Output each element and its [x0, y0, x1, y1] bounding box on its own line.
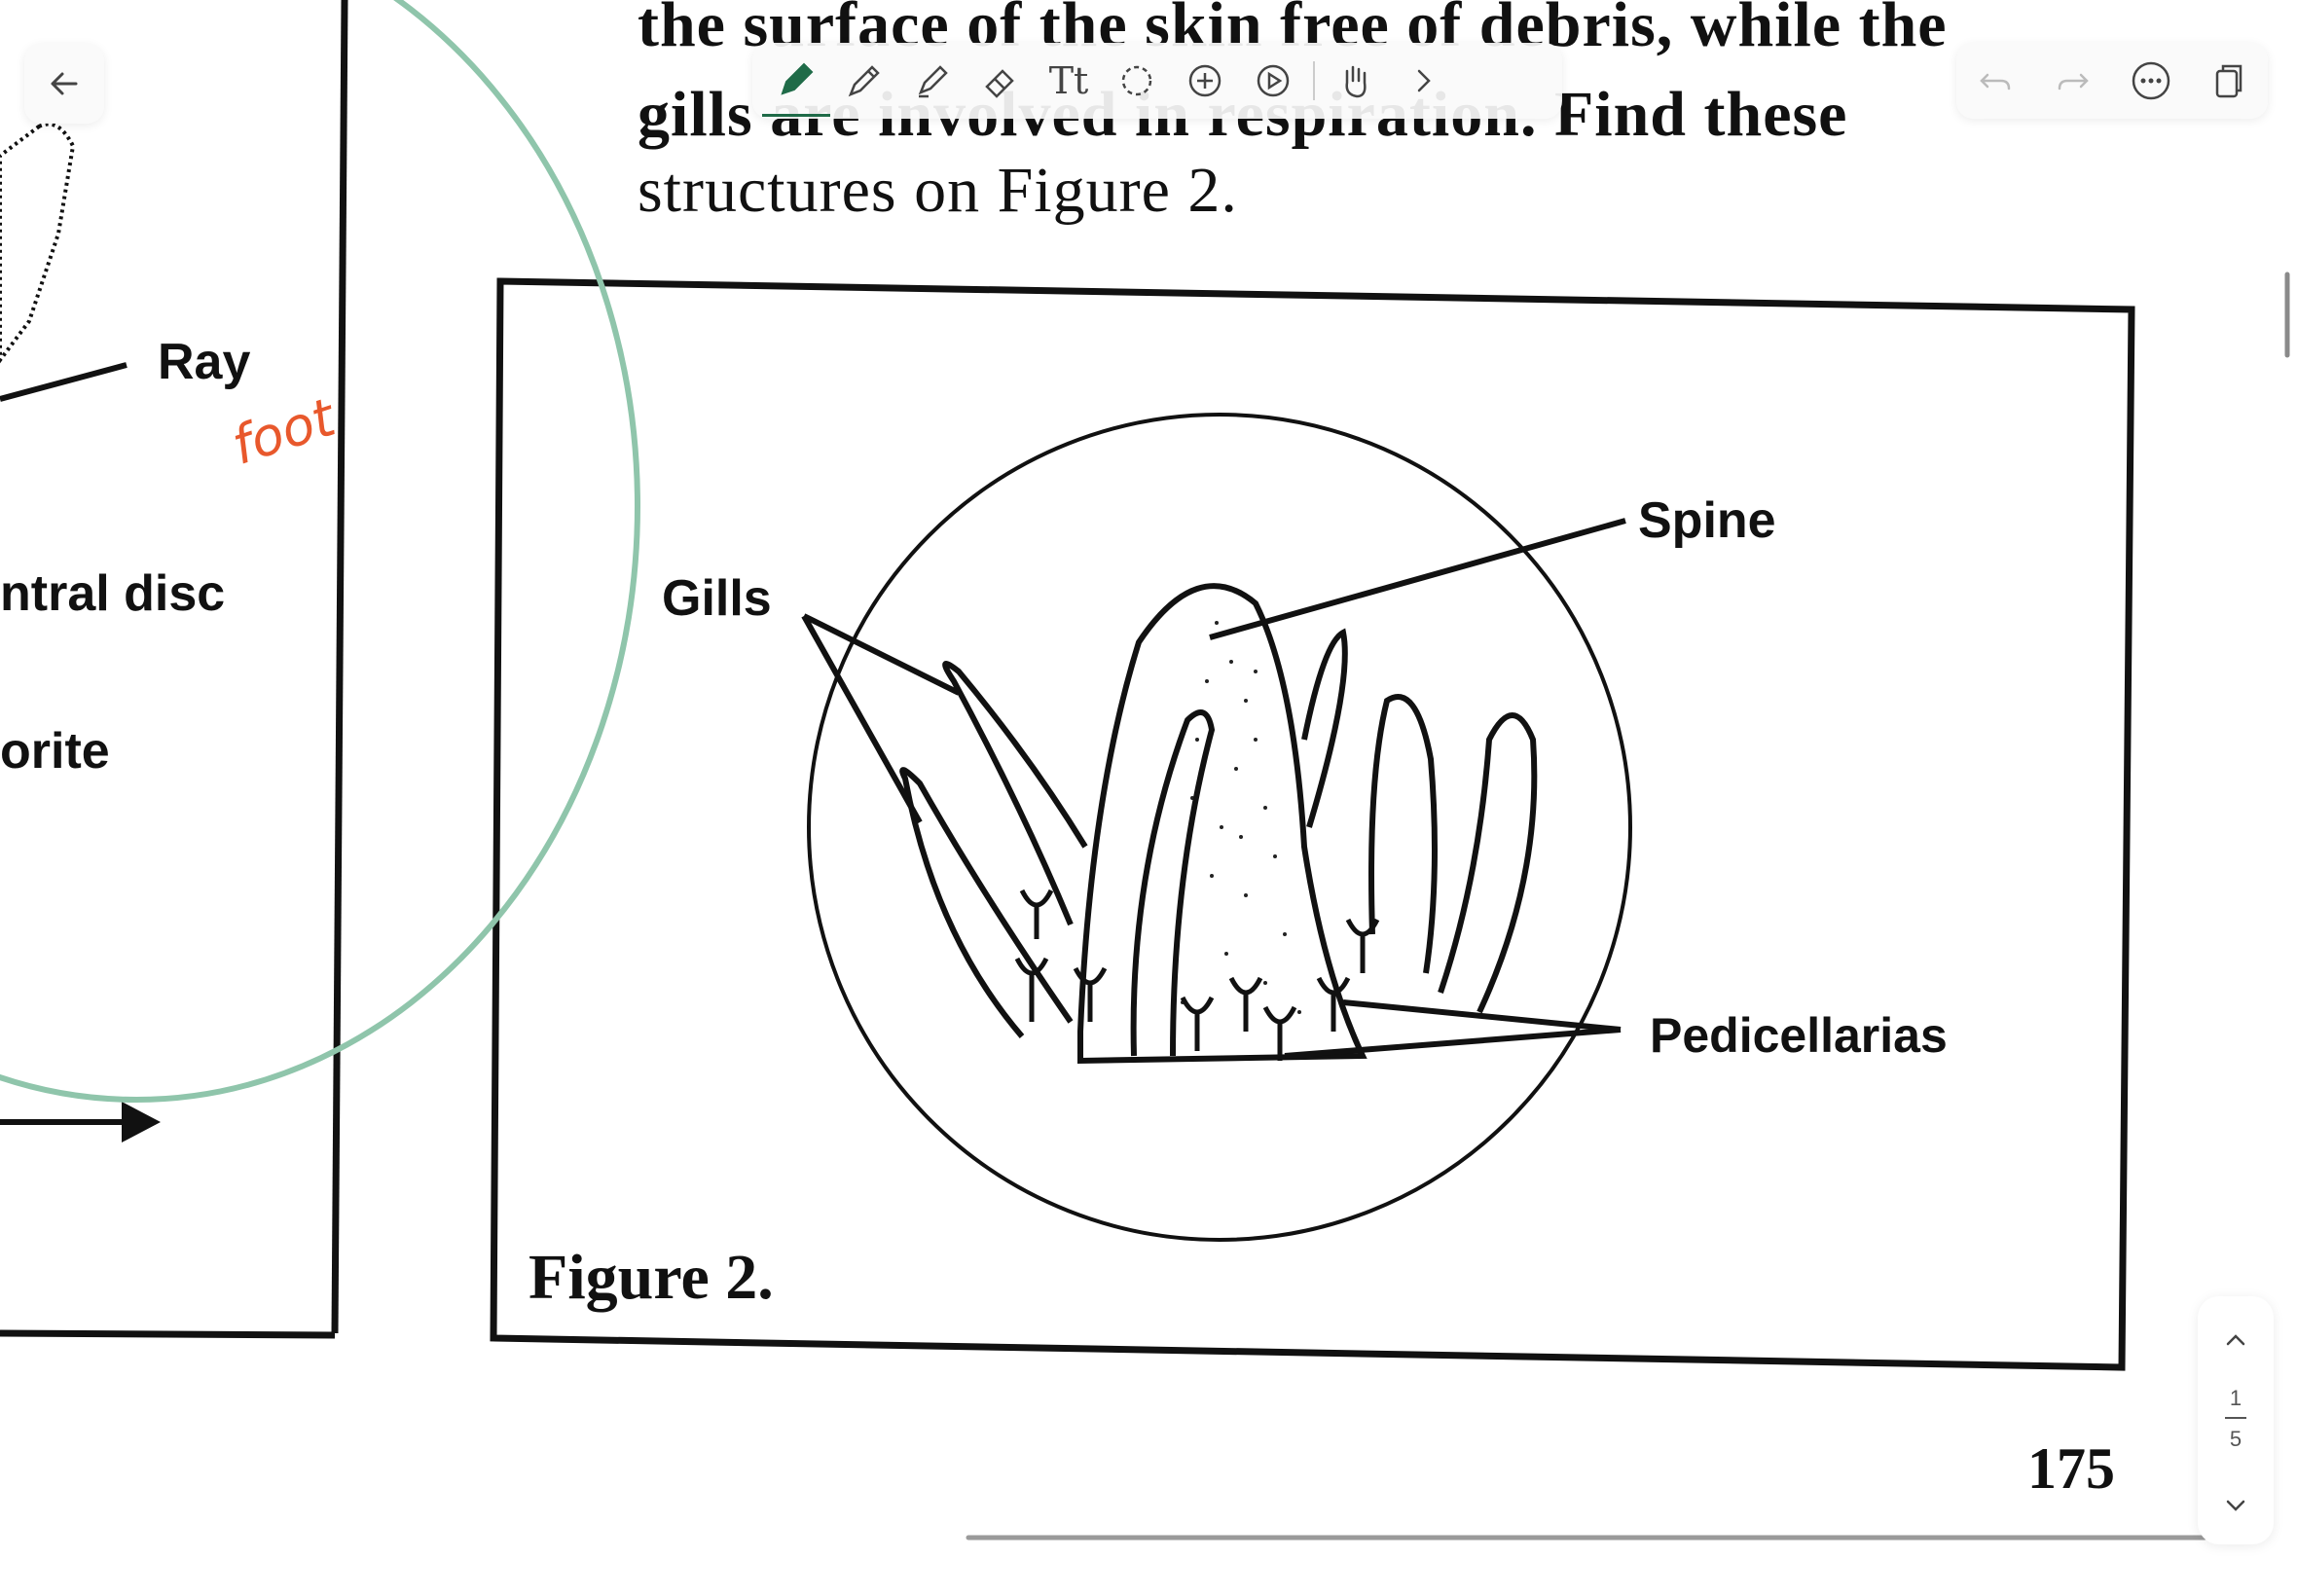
- text-tool-button[interactable]: Tt: [1035, 47, 1103, 115]
- drawing-toolbar: Tt: [752, 43, 1562, 119]
- starfish-ray-sketch: [0, 122, 76, 364]
- undo-icon: [1980, 73, 2011, 91]
- action-toolbar: [1956, 43, 2268, 119]
- green-ink-circle-annotation: [0, 0, 640, 1103]
- play-button[interactable]: [1239, 47, 1307, 115]
- pencil-tool-button[interactable]: [830, 47, 898, 115]
- tube-right-1: [1368, 694, 1438, 974]
- arrow-head: [122, 1102, 161, 1143]
- pen-icon: [781, 62, 814, 95]
- pedicellarias-leader-line-upper: [1342, 999, 1622, 1033]
- toolbar-expand-button[interactable]: [1389, 47, 1457, 115]
- more-icon: [2132, 61, 2170, 100]
- copy-pages-button[interactable]: [2195, 47, 2263, 115]
- spine-label: Spine: [1638, 492, 1776, 549]
- gill-left-outer: [899, 767, 1074, 1038]
- chevron-down-icon: [2226, 1500, 2245, 1511]
- figure2-frame: [490, 277, 2135, 1371]
- eraser-tool-button[interactable]: [966, 47, 1035, 115]
- hand-tool-button[interactable]: [1321, 47, 1389, 115]
- play-icon: [1257, 64, 1290, 97]
- lasso-tool-button[interactable]: [1103, 47, 1171, 115]
- tube-right-2: [1438, 712, 1538, 1014]
- gills-leader-line-upper: [802, 613, 961, 696]
- spine-leader-line: [1209, 518, 1626, 640]
- madreporite-label: orite: [0, 723, 110, 780]
- back-button[interactable]: [24, 44, 104, 124]
- page-separator: [2225, 1417, 2246, 1419]
- copy-icon: [2215, 64, 2242, 98]
- left-figure-frame-bottom-edge: [0, 1329, 336, 1339]
- more-options-button[interactable]: [2117, 47, 2185, 115]
- pencil-icon: [848, 65, 880, 97]
- spine-shape: [1077, 583, 1367, 1065]
- ray-label: Ray: [158, 334, 251, 390]
- pedicellaria-group: [1014, 889, 1380, 1061]
- figure2-caption: Figure 2.: [529, 1242, 774, 1313]
- central-disc-label: ntral disc: [0, 565, 226, 622]
- chevron-right-icon: [1417, 69, 1431, 92]
- current-page-number: 1: [2229, 1386, 2242, 1410]
- pedicellarias-leader-line-lower: [1284, 1027, 1622, 1059]
- tube-middle-left: [1130, 709, 1216, 1057]
- paragraph-line-3: structures on Figure 2.: [638, 155, 1238, 226]
- page-number: 175: [2027, 1436, 2115, 1501]
- redo-button[interactable]: [2039, 47, 2107, 115]
- undo-button[interactable]: [1961, 47, 2029, 115]
- eraser-icon: [985, 69, 1014, 98]
- chevron-up-icon: [2226, 1334, 2245, 1346]
- text-icon: Tt: [1048, 59, 1089, 102]
- add-element-button[interactable]: [1171, 47, 1239, 115]
- next-page-button[interactable]: [2211, 1481, 2260, 1530]
- gills-label: Gills: [662, 570, 772, 627]
- gill-left-inner: [942, 661, 1088, 926]
- page-navigator: 1 5: [2198, 1296, 2274, 1544]
- lasso-icon: [1121, 65, 1152, 96]
- add-icon: [1188, 64, 1221, 97]
- ray-pointer-line: [0, 362, 128, 402]
- highlighter-tool-button[interactable]: [898, 47, 966, 115]
- total-pages: 5: [2229, 1427, 2242, 1451]
- tube-behind-spine: [1301, 628, 1348, 828]
- pen-tool-button[interactable]: [762, 46, 830, 117]
- pedicellarias-label: Pedicellarias: [1650, 1008, 1948, 1063]
- hand-icon: [1345, 65, 1367, 98]
- gills-leader-line-lower: [801, 614, 923, 824]
- arrow-left-icon: [51, 72, 78, 95]
- left-figure-frame-right-edge: [331, 0, 348, 1334]
- figure2-circle: [807, 413, 1632, 1242]
- redo-icon: [2058, 73, 2089, 91]
- previous-page-button[interactable]: [2211, 1316, 2260, 1364]
- toolbar-divider: [1313, 61, 1315, 100]
- spine-stippling: [1181, 621, 1301, 1014]
- highlighter-icon: [918, 65, 948, 98]
